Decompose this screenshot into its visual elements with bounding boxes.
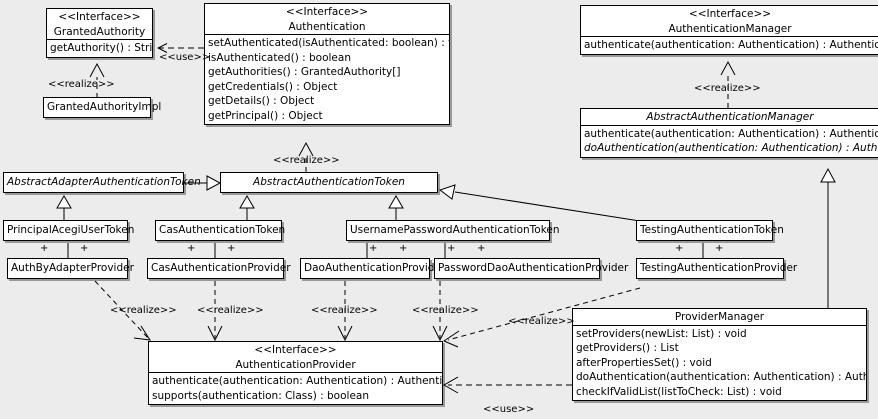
class-name: TestingAuthenticationProvider [640,262,798,274]
class-dao-authentication-provider[interactable]: DaoAuthenticationProvider [300,258,446,279]
class-name: Authentication [288,20,366,33]
edge-label-use-granted-authority: <<use>> [159,52,211,63]
member-row: authenticate(authentication: Authenticat… [584,127,878,140]
multiplicity-plus: + [447,243,456,254]
class-name: AbstractAdapterAuthenticationToken [7,176,201,188]
edge-label-realize-granted-authority-impl: <<realize>> [48,79,115,90]
class-granted-authority[interactable]: <<Interface>> GrantedAuthority getAuthor… [46,8,153,58]
multiplicity-plus: + [40,243,49,254]
stereotype-label: <<Interface>> [688,8,772,20]
class-header: <<Interface>> AuthenticationProvider [149,342,442,372]
class-cas-authentication-token[interactable]: CasAuthenticationToken [155,220,286,241]
class-provider-manager[interactable]: ProviderManager setProviders(newList: Li… [572,308,867,401]
class-name: GrantedAuthority [53,25,146,38]
member-row: authenticate(authentication: Authenticat… [152,375,442,387]
class-abstract-authentication-manager[interactable]: AbstractAuthenticationManager authentica… [580,108,878,158]
multiplicity-plus: + [715,243,724,254]
member-row: checkIfValidList(listToCheck: List) : vo… [576,385,782,398]
member-row: isAuthenticated() : boolean [208,51,351,64]
member-row: getAuthority() : String [50,42,152,54]
class-name: PrincipalAcegiUserToken [7,224,135,236]
class-header: ProviderManager [573,309,866,325]
class-members: setProviders(newList: List) : void getPr… [573,324,866,401]
class-name: AbstractAuthenticationManager [646,111,814,123]
edge-label-realize-password-dao-provider: <<realize>> [412,305,479,316]
class-name: AbstractAuthenticationToken [253,176,405,188]
member-row: getPrincipal() : Object [208,109,323,122]
member-row: getProviders() : List [576,342,679,354]
member-row: setAuthenticated(isAuthenticated: boolea… [208,37,449,49]
class-testing-authentication-provider[interactable]: TestingAuthenticationProvider [636,258,798,279]
class-abstract-adapter-authentication-token[interactable]: AbstractAdapterAuthenticationToken [3,172,201,193]
class-authentication-manager[interactable]: <<Interface>> AuthenticationManager auth… [580,5,878,55]
class-header: <<Interface>> Authentication [205,4,449,34]
multiplicity-plus: + [80,243,89,254]
class-name: AuthenticationProvider [235,358,356,371]
edge-label-realize-auth-by-adapter: <<realize>> [110,305,177,316]
class-name: UsernamePasswordAuthenticationToken [350,224,560,236]
class-header: AbstractAuthenticationManager [581,109,878,125]
class-name: TestingAuthenticationToken [640,224,784,236]
class-name: AuthByAdapterProvider [11,262,134,274]
class-testing-authentication-token[interactable]: TestingAuthenticationToken [636,220,784,241]
member-row: getCredentials() : Object [208,80,338,93]
member-row: getDetails() : Object [208,95,315,107]
class-name: CasAuthenticationProvider [151,262,291,274]
member-row: doAuthentication(authentication: Authent… [584,142,878,154]
edge-label-realize-cas-provider: <<realize>> [197,305,264,316]
class-authentication-provider[interactable]: <<Interface>> AuthenticationProvider aut… [148,341,443,405]
edge-label-use-provider-manager: <<use>> [483,404,535,415]
stereotype-label: <<Interface>> [254,344,337,356]
class-name: GrantedAuthorityImpl [47,101,162,113]
member-row: authenticate(authentication: Authenticat… [584,39,878,51]
class-authentication[interactable]: <<Interface>> Authentication setAuthenti… [204,3,450,125]
class-members: authenticate(authentication: Authenticat… [581,36,878,54]
member-row: supports(authentication: Class) : boolea… [152,389,369,402]
class-username-password-authentication-token[interactable]: UsernamePasswordAuthenticationToken [346,220,560,241]
multiplicity-plus: + [227,243,236,254]
class-name: CasAuthenticationToken [159,224,286,236]
stereotype-label: <<Interface>> [285,6,369,18]
edge-label-realize-abstract-auth-manager: <<realize>> [694,83,761,94]
multiplicity-plus: + [477,243,486,254]
member-row: setProviders(newList: List) : void [576,327,747,340]
multiplicity-plus: + [369,243,378,254]
multiplicity-plus: + [399,243,408,254]
class-granted-authority-impl[interactable]: GrantedAuthorityImpl [43,97,162,118]
class-members: setAuthenticated(isAuthenticated: boolea… [205,34,449,124]
multiplicity-plus: + [675,243,684,254]
stereotype-label: <<Interface>> [58,11,141,23]
member-row: getAuthorities() : GrantedAuthority[] [208,66,401,78]
class-name: ProviderManager [674,311,765,323]
class-abstract-authentication-token[interactable]: AbstractAuthenticationToken [220,172,438,193]
class-header: <<Interface>> AuthenticationManager [581,6,878,36]
class-name: AuthenticationManager [668,22,792,35]
class-name: PasswordDaoAuthenticationProvider [438,262,629,274]
class-header: <<Interface>> GrantedAuthority [47,9,152,39]
class-members: getAuthority() : String [47,39,152,57]
member-row: doAuthentication(authentication: Authent… [576,371,866,383]
class-members: authenticate(authentication: Authenticat… [149,372,442,404]
class-auth-by-adapter-provider[interactable]: AuthByAdapterProvider [7,258,134,279]
class-members: authenticate(authentication: Authenticat… [581,124,878,157]
member-row: afterPropertiesSet() : void [576,356,712,369]
edge-label-realize-dao-provider: <<realize>> [311,305,378,316]
multiplicity-plus: + [187,243,196,254]
class-principal-acegi-user-token[interactable]: PrincipalAcegiUserToken [3,220,135,241]
edge-label-realize-abstract-auth-token: <<realize>> [273,155,340,166]
class-name: DaoAuthenticationProvider [304,262,446,274]
edge-label-realize-testing-provider: <<realize>> [508,316,575,327]
class-password-dao-authentication-provider[interactable]: PasswordDaoAuthenticationProvider [434,258,629,279]
class-cas-authentication-provider[interactable]: CasAuthenticationProvider [147,258,291,279]
